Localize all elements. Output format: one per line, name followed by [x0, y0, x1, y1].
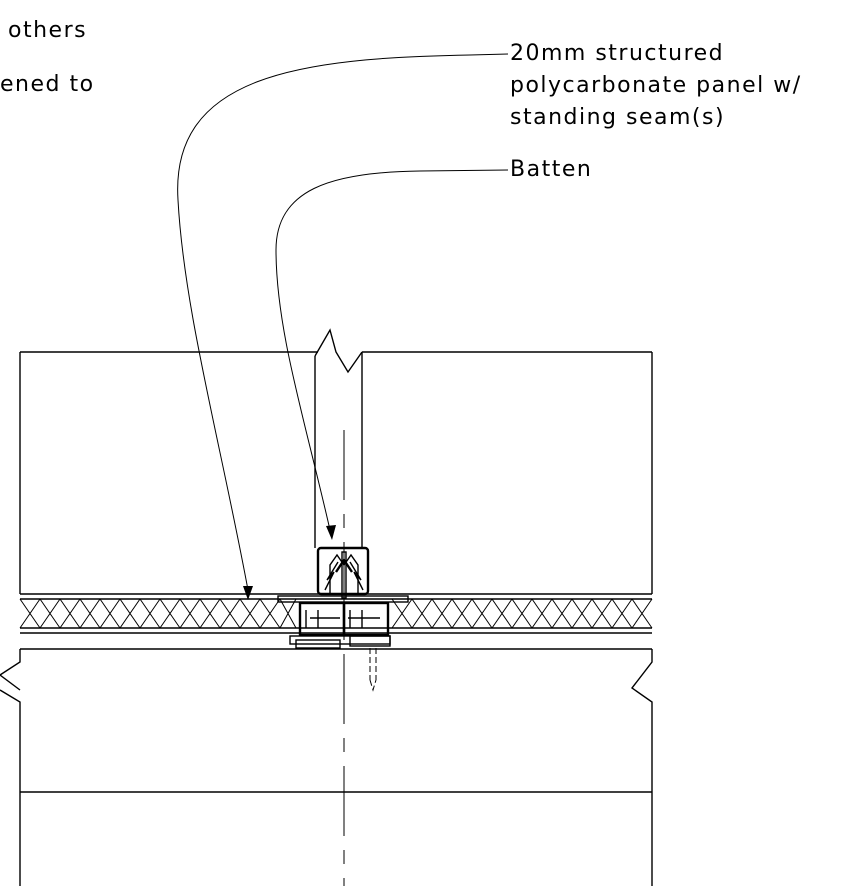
upper-frame [19, 328, 653, 594]
lower-frame [0, 648, 653, 886]
label-left-line1: others [8, 18, 87, 43]
leader-panel [177, 53, 509, 600]
hatch-line [591, 598, 613, 629]
hatch-line [511, 598, 533, 629]
hatch-line [179, 598, 201, 629]
hatch-line [99, 598, 121, 629]
hatch-line [391, 598, 413, 629]
hatch-line [39, 598, 61, 629]
polycarbonate-panel [20, 593, 652, 634]
hatch-line [159, 598, 181, 629]
hatch-line [19, 598, 41, 629]
hatch-line [59, 598, 81, 629]
hatch-line [571, 598, 593, 629]
hatch-line [491, 598, 513, 629]
hatch-line [451, 598, 473, 629]
hatch-line [239, 598, 261, 629]
panel-hatch [19, 598, 653, 629]
hatch-line [411, 598, 433, 629]
hatch-line [631, 598, 653, 629]
label-panel-line1: 20mm structured [510, 41, 724, 66]
hatch-line [139, 598, 161, 629]
leader-batten [275, 169, 509, 540]
label-panel-line3: standing seam(s) [510, 105, 725, 130]
hatch-line [471, 598, 493, 629]
hatch-line [219, 598, 241, 629]
label-batten: Batten [510, 157, 592, 182]
hatch-line [119, 598, 141, 629]
hatch-line [259, 598, 281, 629]
label-left-line2: ened to [0, 72, 95, 97]
hatch-line [611, 598, 633, 629]
hatch-line [279, 598, 297, 629]
batten-assembly [277, 546, 409, 692]
hatch-line [531, 598, 553, 629]
hatch-line [431, 598, 453, 629]
hatch-line [551, 598, 573, 629]
hatch-line [79, 598, 101, 629]
label-panel-line2: polycarbonate panel w/ [510, 73, 802, 98]
hatch-line [199, 598, 221, 629]
